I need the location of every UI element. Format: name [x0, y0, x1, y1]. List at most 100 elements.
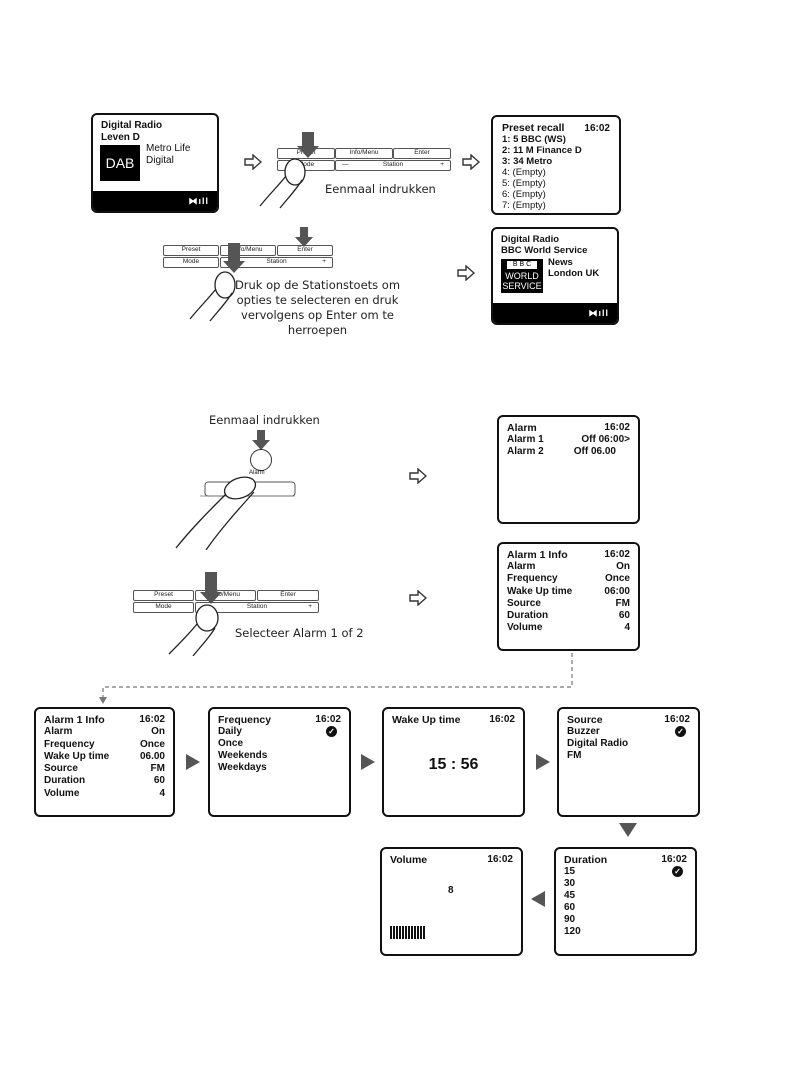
list-item[interactable]: Once [218, 738, 244, 749]
triangle-left-icon [531, 891, 545, 907]
check-icon: ✓ [675, 726, 686, 737]
arrow-right-icon [462, 154, 480, 170]
finger-press-icon [175, 476, 296, 550]
list-item[interactable]: Weekdays [218, 762, 267, 773]
dab-screen: Digital Radio Leven D DAB Metro Life Dig… [91, 113, 219, 213]
volume-level-bar[interactable] [390, 926, 425, 939]
arrow-right-icon [409, 468, 427, 484]
arrow-down-icon [252, 430, 270, 450]
wake-up-time-value[interactable]: 15 : 56 [428, 756, 479, 773]
volume-bar-segment [411, 926, 413, 939]
info-menu-button[interactable]: Info/Menu [195, 590, 256, 601]
list-item[interactable]: 3: 34 Metro [502, 156, 553, 167]
press-once-note-1: Eenmaal indrukken [325, 182, 436, 196]
alarm-button-label: Alarm [249, 470, 265, 476]
volume-bar-segment [393, 926, 395, 939]
keypad-alarm: Preset Info/Menu Enter Mode Station+ [133, 590, 319, 614]
list-item[interactable]: 2: 11 M Finance D [502, 145, 582, 156]
clock: 16:02 [489, 714, 515, 725]
triangle-right-icon [361, 754, 375, 770]
preset-button[interactable]: Preset [133, 590, 194, 601]
clock: 16:02 [315, 714, 341, 725]
screen-line-2: BBC World Service [501, 245, 588, 256]
status-bar [93, 191, 217, 211]
info-menu-button[interactable]: Info/Menu [335, 148, 393, 159]
preset-button[interactable]: Preset [163, 245, 219, 256]
station-note: Druk op de Stationstoets om opties te se… [234, 278, 401, 337]
keypad-second: Preset Info/Menu Enter Mode Station+ [163, 245, 333, 269]
clock: 16:02 [604, 549, 630, 560]
list-item[interactable]: FM [567, 750, 582, 761]
bbc-world-service-logo: B B C WORLD SERVICE [501, 259, 543, 293]
list-item[interactable]: 6: (Empty) [502, 189, 546, 200]
list-item[interactable]: 15✓ [564, 866, 687, 878]
mode-button[interactable]: Mode [163, 257, 219, 268]
enter-button[interactable]: Enter [393, 148, 451, 159]
station-button[interactable]: —Station+ [335, 160, 451, 171]
list-item[interactable]: 30 [564, 878, 576, 889]
finger-press-icon [168, 572, 222, 656]
list-item[interactable]: 90 [564, 914, 576, 925]
enter-button[interactable]: Enter [257, 590, 319, 601]
list-item[interactable]: 45 [564, 890, 576, 901]
list-item[interactable]: 120 [564, 926, 581, 937]
info-menu-button[interactable]: Info/Menu [220, 245, 276, 256]
volume-bar-segment [396, 926, 398, 939]
station-info-2: London UK [548, 268, 600, 279]
station-button[interactable]: Station+ [195, 602, 319, 613]
station-info-1: News [548, 257, 573, 268]
volume-bar-segment [402, 926, 404, 939]
list-item[interactable]: 4: (Empty) [502, 167, 546, 178]
signal-strength-icon: ⧓ıll [588, 308, 609, 318]
alarm-button[interactable] [250, 449, 272, 471]
clock: 16:02 [139, 714, 165, 725]
list-item[interactable]: Weekends [218, 750, 268, 761]
list-item[interactable]: 7: (Empty) [502, 200, 546, 211]
triangle-right-icon [536, 754, 550, 770]
list-item[interactable]: Buzzer✓ [567, 726, 690, 738]
volume-bar-segment [414, 926, 416, 939]
mode-button[interactable]: Mode [277, 160, 335, 171]
list-item[interactable]: Daily✓ [218, 726, 341, 738]
list-item[interactable]: 1: 5 BBC (WS) [502, 134, 566, 145]
volume-bar-segment [405, 926, 407, 939]
finger-press-icon [189, 243, 245, 322]
dab-logo: DAB [100, 145, 140, 181]
arrow-right-icon [244, 154, 262, 170]
clock: 16:02 [661, 854, 687, 865]
mode-button[interactable]: Mode [133, 602, 194, 613]
list-item[interactable]: Digital Radio [567, 738, 629, 749]
select-alarm-note: Selecteer Alarm 1 of 2 [235, 626, 364, 640]
list-item[interactable]: 5: (Empty) [502, 178, 546, 189]
check-icon: ✓ [672, 866, 683, 877]
screen-line-1: Digital Radio [501, 234, 560, 245]
alarm-info-title: Alarm 1 Info [507, 549, 568, 561]
volume-bar-segment [399, 926, 401, 939]
station-info-1: Metro Life [146, 143, 191, 154]
screen-line-2: Leven D [101, 132, 140, 143]
screen-line-1: Digital Radio [101, 120, 163, 131]
station-button[interactable]: Station+ [220, 257, 333, 268]
preset-recall-title: Preset recall [502, 122, 565, 134]
list-item[interactable]: 60 [564, 902, 576, 913]
